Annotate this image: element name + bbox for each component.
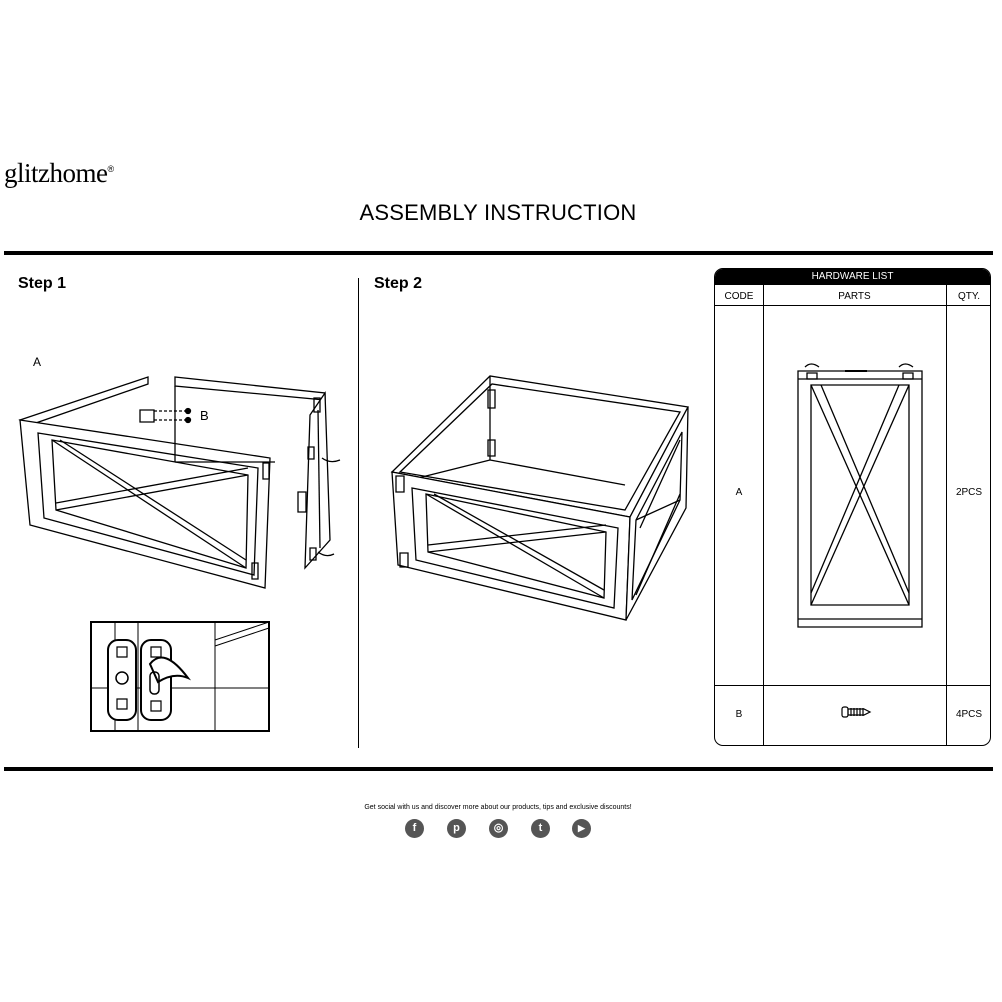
column-header-code: CODE <box>724 291 754 302</box>
registered-mark: ® <box>107 164 114 174</box>
row-divider <box>715 685 990 686</box>
twitter-icon[interactable]: t <box>531 819 550 838</box>
part-a-label: A <box>33 355 42 369</box>
page-title: ASSEMBLY INSTRUCTION <box>359 200 637 225</box>
bottom-rule <box>4 767 993 771</box>
screw-b-icon <box>841 705 873 719</box>
instagram-icon[interactable]: ◎ <box>489 819 508 838</box>
row-b-qty: 4PCS <box>955 709 983 720</box>
column-divider <box>946 285 947 745</box>
column-header-parts: PARTS <box>838 291 871 302</box>
row-b-code: B <box>735 709 743 720</box>
facebook-icon[interactable]: f <box>405 819 424 838</box>
column-divider <box>763 285 764 745</box>
row-a-code: A <box>735 487 743 498</box>
brand-name: glitzhome <box>4 158 108 188</box>
step1-illustration <box>0 0 360 770</box>
youtube-icon[interactable]: ▶ <box>572 819 591 838</box>
header-divider <box>715 305 990 306</box>
step1-label: Step 1 <box>18 275 67 292</box>
panel-a-illustration <box>795 361 925 631</box>
pinterest-icon[interactable]: p <box>447 819 466 838</box>
row-a-qty: 2PCS <box>955 487 983 498</box>
social-tagline: Get social with us and discover more abo… <box>364 804 632 811</box>
part-b-label: B <box>200 408 209 423</box>
step-divider <box>358 278 359 748</box>
top-rule <box>4 251 993 255</box>
brand-logo: glitzhome® <box>4 158 114 189</box>
hardware-list-heading: HARDWARE LIST <box>715 269 990 285</box>
column-header-qty: QTY. <box>957 291 981 302</box>
step2-label: Step 2 <box>374 275 423 292</box>
step2-illustration <box>0 0 700 640</box>
hardware-list: HARDWARE LIST CODE PARTS QTY. A 2PCS B 4… <box>714 268 991 746</box>
